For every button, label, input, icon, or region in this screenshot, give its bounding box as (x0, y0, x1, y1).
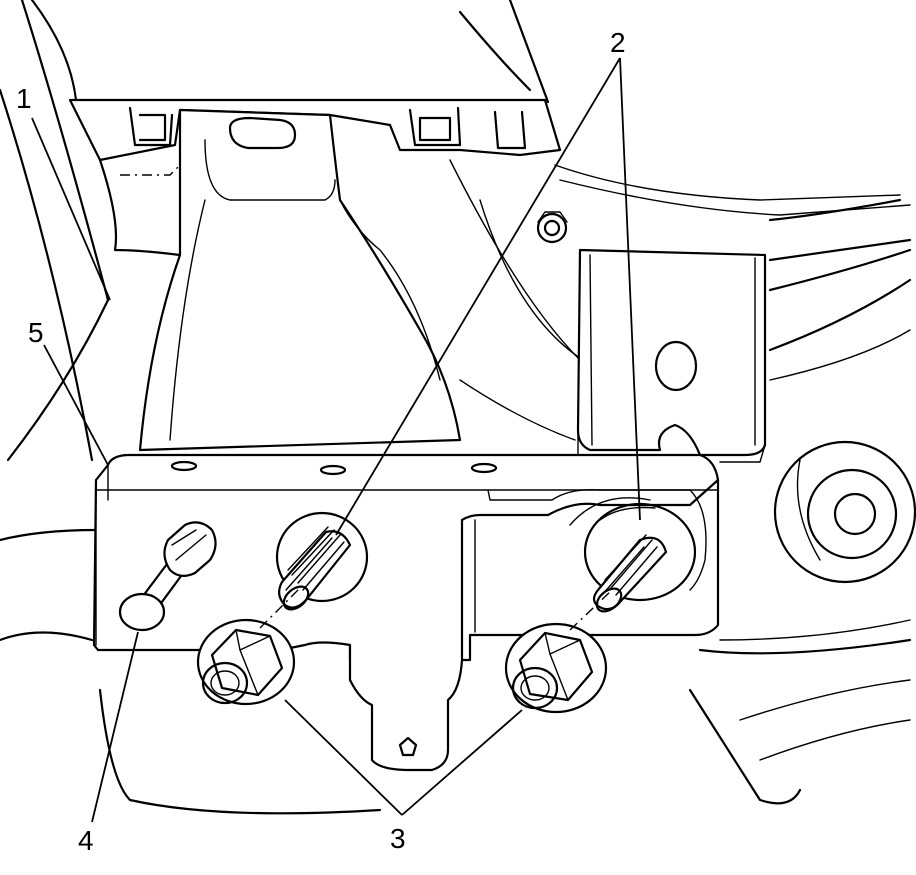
leader-line-5 (43, 344, 109, 466)
leader-line-3a (284, 699, 403, 816)
leader-line-1 (31, 117, 111, 301)
round-boss (773, 440, 916, 584)
flange-nut-left (196, 618, 296, 706)
leader-line-4 (91, 631, 139, 823)
alignment-line-left (259, 587, 301, 629)
leader-line-2b (619, 57, 641, 521)
leader-line-3b (401, 709, 523, 816)
inner-panel (138, 108, 462, 452)
alignment-line-right (569, 589, 613, 631)
stud-right (592, 534, 668, 613)
flange-nut-right (504, 622, 608, 714)
stud-left (278, 526, 352, 611)
callout-1-label: 1 (16, 83, 32, 114)
leader-lines (31, 57, 641, 823)
mounting-bracket (92, 453, 720, 772)
upper-trim-panel (68, 98, 562, 257)
leader-line-2a (335, 57, 621, 536)
callout-2-label: 2 (610, 27, 626, 58)
push-pin-fastener (118, 521, 217, 632)
callout-5-label: 5 (28, 317, 44, 348)
callout-4-label: 4 (78, 825, 94, 856)
callout-3-label: 3 (390, 823, 406, 854)
upper-right-bracket (576, 248, 767, 463)
upper-nut (536, 211, 568, 244)
